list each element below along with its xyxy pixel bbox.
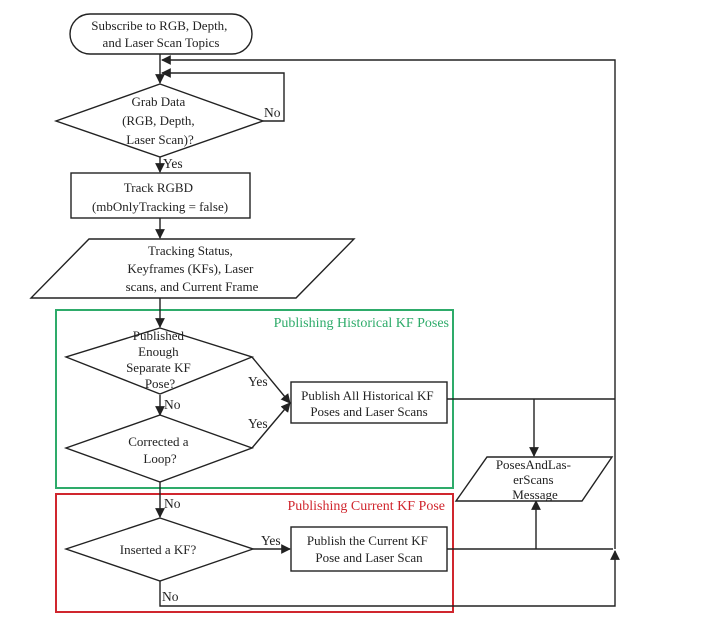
group-current-title: Publishing Current KF Pose bbox=[287, 499, 445, 514]
node-corrected-loop-decision bbox=[63, 414, 255, 483]
node-enough-line-1: Published bbox=[133, 328, 185, 343]
node-published-enough-decision bbox=[63, 327, 255, 395]
node-grab-decision bbox=[53, 83, 266, 158]
node-tracking-status-data bbox=[29, 238, 356, 299]
node-publishcurrent-line-2: Pose and Laser Scan bbox=[315, 550, 423, 565]
node-message-text: PosesAndLas- erScans Message bbox=[496, 457, 574, 502]
node-message-line-3: Message bbox=[512, 487, 558, 502]
node-enough-line-3: Separate KF bbox=[126, 360, 191, 375]
node-start-line-2: and Laser Scan Topics bbox=[103, 35, 220, 50]
node-publish-all-process bbox=[290, 381, 448, 424]
node-loop-line-2: Loop? bbox=[143, 451, 176, 466]
node-publishcurrent-line-1: Publish the Current KF bbox=[307, 533, 428, 548]
label-grab-yes: Yes bbox=[163, 156, 183, 171]
group-historical-title: Publishing Historical KF Poses bbox=[274, 316, 449, 331]
node-enough-line-2: Enough bbox=[138, 344, 179, 359]
node-track-line-1: Track RGBD bbox=[124, 180, 193, 195]
connectors bbox=[155, 54, 620, 607]
node-enough-text: Published Enough Separate KF Pose? bbox=[126, 328, 194, 391]
node-publish-current-process bbox=[290, 526, 448, 572]
node-publishall-text: Publish All Historical KF Poses and Lase… bbox=[301, 388, 437, 419]
node-message-data bbox=[454, 456, 614, 502]
node-publishall-line-1: Publish All Historical KF bbox=[301, 388, 434, 403]
label-enough-yes: Yes bbox=[248, 374, 268, 389]
label-inserted-no: No bbox=[162, 589, 179, 604]
node-io-line-1: Tracking Status, bbox=[148, 243, 233, 258]
node-message-line-2: erScans bbox=[513, 472, 553, 487]
node-track-process bbox=[70, 172, 251, 219]
label-grab-no: No bbox=[264, 105, 281, 120]
node-publishcurrent-text: Publish the Current KF Pose and Laser Sc… bbox=[307, 533, 431, 565]
edge-enough-publishall bbox=[251, 356, 291, 404]
node-start-text: Subscribe to RGB, Depth, and Laser Scan … bbox=[91, 18, 230, 50]
node-inserted-text: Inserted a KF? bbox=[120, 542, 197, 557]
node-inserted-kf-decision bbox=[63, 517, 256, 582]
node-loop-line-1: Corrected a bbox=[128, 434, 189, 449]
label-inserted-yes: Yes bbox=[261, 533, 281, 548]
label-enough-no: No bbox=[164, 397, 181, 412]
node-io-line-2: Keyframes (KFs), Laser bbox=[127, 261, 254, 276]
edge-inserted-no bbox=[159, 550, 620, 607]
node-enough-line-4: Pose? bbox=[145, 376, 176, 391]
node-io-text: Tracking Status, Keyframes (KFs), Laser … bbox=[126, 243, 259, 294]
edge-return-loop bbox=[161, 55, 616, 549]
node-io-line-3: scans, and Current Frame bbox=[126, 279, 259, 294]
label-loop-no: No bbox=[164, 496, 181, 511]
node-start-line-1: Subscribe to RGB, Depth, bbox=[91, 18, 227, 33]
edge-loop-publishall bbox=[251, 402, 291, 449]
edge-grab-no-loop bbox=[161, 68, 285, 122]
node-loop-text: Corrected a Loop? bbox=[128, 434, 192, 466]
label-loop-yes: Yes bbox=[248, 416, 268, 431]
node-message-line-1: PosesAndLas- bbox=[496, 457, 571, 472]
node-grab-line-1: Grab Data bbox=[131, 94, 185, 109]
group-current-kf-pose bbox=[55, 493, 454, 613]
node-grab-text: Grab Data (RGB, Depth, Laser Scan)? bbox=[122, 94, 198, 147]
node-track-text: Track RGBD (mbOnlyTracking = false) bbox=[92, 180, 228, 214]
node-grab-line-3: Laser Scan)? bbox=[126, 132, 194, 147]
node-publishall-line-2: Poses and Laser Scans bbox=[310, 404, 427, 419]
node-track-line-2: (mbOnlyTracking = false) bbox=[92, 199, 228, 214]
node-grab-line-2: (RGB, Depth, bbox=[122, 113, 195, 128]
node-start-terminator bbox=[69, 13, 253, 55]
